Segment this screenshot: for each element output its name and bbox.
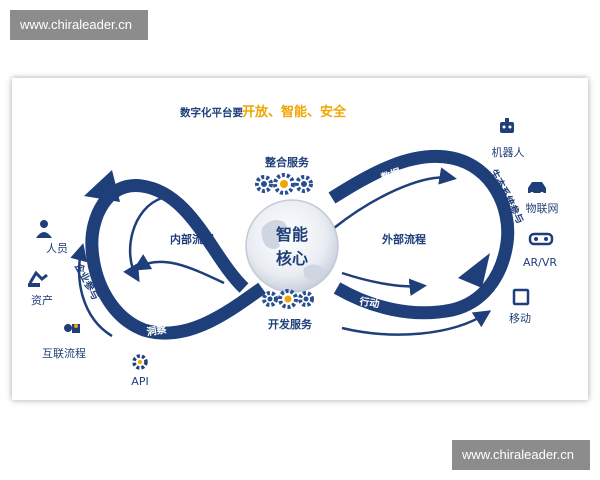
right-outer-arrow [341,310,492,336]
right-item-mobile: 移动 [509,312,531,325]
asset-icon [28,270,48,287]
globe-core [245,199,339,293]
left-inner-arrow [132,254,225,285]
headline-prefix: 数字化平台要 [179,106,243,119]
mobile-device-icon [512,288,530,306]
left-loop-band [85,179,266,340]
person-icon [36,220,52,238]
right-item-ar-vr: AR/VR [523,256,557,269]
right-item-robot: 机器人 [492,145,525,159]
right-inner-arrow-2 [341,271,427,296]
bottom-gear-row [262,289,314,309]
left-inner-arrow-2 [123,196,163,283]
integration-service-label: 整合服务 [264,155,310,169]
left-item-connected-process: 互联流程 [42,346,86,360]
ar-vr-headset-icon [528,232,554,246]
internal-process-label: 内部流程 [170,232,214,246]
infinity-diagram: 数字化平台要 开放、智能、安全 智能 核心 [28,104,559,388]
diagram-card: 数字化平台要 开放、智能、安全 智能 核心 [12,78,588,400]
watermark-top: www.chiraleader.cn [10,10,148,40]
core-line2: 核心 [276,249,308,268]
left-item-assets: 资产 [31,293,53,307]
right-inner-arrow [333,167,457,229]
connected-process-icon [64,324,80,333]
api-gear-icon [132,354,148,370]
left-loop-arrowhead [84,170,120,202]
iot-car-icon [528,182,546,196]
left-item-people: 人员 [46,242,68,255]
left-outer-arrow [70,243,113,338]
left-insight-label: 洞察 [146,323,169,339]
right-action-label: 行动 [358,295,381,311]
development-service-label: 开发服务 [268,317,313,331]
left-item-api: API [131,375,148,388]
headline-highlight: 开放、智能、安全 [242,104,347,120]
watermark-bottom: www.chiraleader.cn [452,440,590,470]
right-loop-band [328,149,515,320]
external-process-label: 外部流程 [381,232,426,246]
right-item-iot: 物联网 [526,201,559,215]
right-loop-arrowhead [458,253,490,288]
globe-land [261,220,287,249]
globe-land-2 [303,264,324,280]
core-line1: 智能 [276,225,308,244]
top-gear-row [255,173,313,195]
robot-icon [500,118,514,133]
left-data-label: 数据 [198,167,221,186]
